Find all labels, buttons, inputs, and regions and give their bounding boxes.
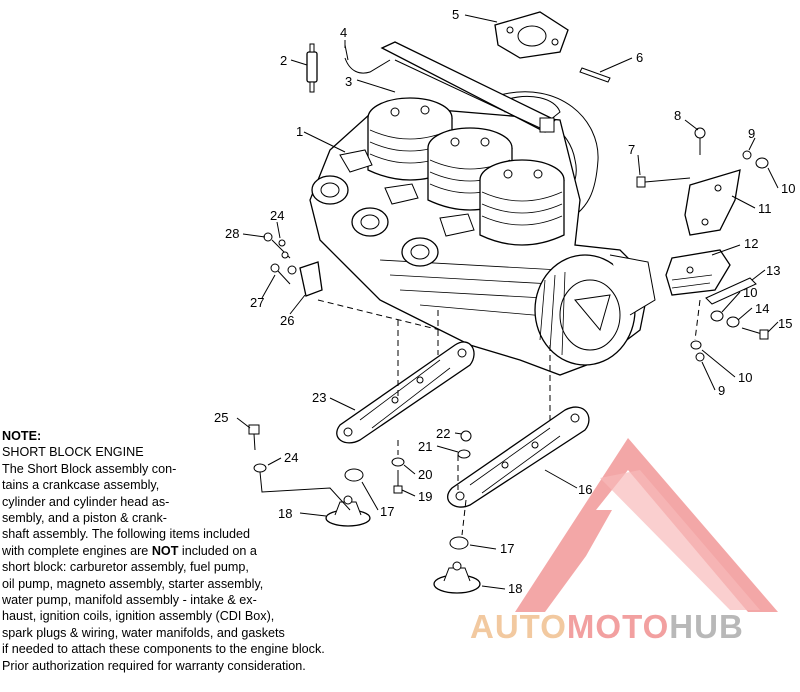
callout-25: 25 [214, 410, 228, 425]
callout-18-upper: 18 [278, 506, 292, 521]
leader-lines [236, 14, 779, 590]
note-line: spark plugs & wiring, water manifolds, a… [2, 625, 285, 640]
callout-11: 11 [758, 201, 772, 216]
callout-6: 6 [636, 50, 643, 65]
washer-10 [755, 157, 769, 169]
note-line-not-included: with complete engines are NOT included o… [2, 543, 257, 558]
engine-mount-18a [325, 495, 371, 527]
washer-14 [726, 316, 740, 328]
callout-24-lower: 24 [284, 450, 298, 465]
note-line: Prior authorization required for warrant… [2, 658, 306, 673]
bolt-8 [694, 127, 706, 155]
note-line: oil pump, magneto assembly, starter asse… [2, 576, 264, 591]
callout-5: 5 [452, 7, 459, 22]
washer-21 [457, 449, 471, 459]
water-manifold [380, 41, 557, 133]
watermark-hub: HUB [669, 608, 744, 645]
note-line: cylinder and cylinder head as- [2, 494, 170, 509]
callout-22: 22 [436, 426, 450, 441]
watermark-triangle [515, 438, 778, 612]
callout-13: 13 [766, 263, 780, 278]
note-line: water pump, manifold assembly - intake &… [2, 593, 257, 608]
callout-9-lower: 9 [718, 383, 725, 398]
callout-7: 7 [628, 142, 635, 157]
note-line: sembly, and a piston & crank- [2, 511, 167, 526]
callout-labels: 1 2 3 4 5 6 7 8 9 10 11 12 13 10 14 15 1… [214, 7, 795, 596]
note-title: NOTE: [2, 429, 42, 443]
engine-plate-16 [447, 406, 590, 508]
nut-22 [460, 430, 472, 442]
callout-10-middle: 10 [743, 285, 757, 300]
callout-20: 20 [418, 467, 432, 482]
bolt-25 [248, 424, 260, 451]
bolt-7 [636, 176, 691, 188]
watermark-auto: AUTO [470, 608, 567, 645]
bracket-26 [299, 261, 323, 297]
callout-2: 2 [280, 53, 287, 68]
callout-28: 28 [225, 226, 239, 241]
mount-hardware-left [263, 232, 297, 285]
callout-10-upper: 10 [781, 181, 795, 196]
callout-1: 1 [296, 124, 303, 139]
note-line: The Short Block assembly con- [2, 461, 177, 476]
bolt-19 [393, 470, 403, 494]
callout-4: 4 [340, 25, 347, 40]
washer-17b [449, 536, 469, 550]
callout-16: 16 [578, 482, 592, 497]
o-ring [579, 67, 611, 83]
callout-18-lower: 18 [508, 581, 522, 596]
watermark-logo-text: AUTOMOTOHUB [470, 608, 744, 646]
note-line: if needed to attach these components to … [2, 642, 325, 657]
callout-14: 14 [755, 301, 769, 316]
engine-block [309, 97, 656, 376]
callout-10-lower: 10 [738, 370, 752, 385]
exhaust-gasket [494, 11, 569, 59]
note-subtitle: SHORT BLOCK ENGINE [2, 445, 144, 460]
callout-27: 27 [250, 295, 264, 310]
callout-9-upper: 9 [748, 126, 755, 141]
watermark-moto: MOTO [566, 608, 670, 645]
spark-plug-wire [344, 57, 391, 74]
callout-15: 15 [778, 316, 792, 331]
note-line: haust, ignition coils, ignition assembly… [2, 609, 275, 624]
callout-26: 26 [280, 313, 294, 328]
washer-17a [344, 468, 364, 482]
washer-10c [690, 340, 702, 350]
washer-9 [742, 150, 752, 160]
note-bold-not: NOT [151, 543, 179, 558]
engine-mount-bracket [684, 169, 741, 236]
engine-mount-bracket-lower [665, 249, 731, 296]
nut-9b [695, 352, 705, 362]
callout-17-lower: 17 [500, 541, 514, 556]
spark-plug [306, 43, 318, 93]
engine-plate-23 [336, 341, 475, 444]
callout-23: 23 [312, 390, 326, 405]
washer-10b [710, 310, 724, 322]
callout-3: 3 [345, 74, 352, 89]
washer-20 [391, 457, 405, 467]
note-line: tains a crankcase assembly, [2, 478, 160, 493]
short-block-note: NOTE: SHORT BLOCK ENGINE The Short Block… [2, 428, 422, 674]
callout-24-upper: 24 [270, 208, 284, 223]
note-line: shaft assembly. The following items incl… [2, 527, 251, 542]
callout-8: 8 [674, 108, 681, 123]
callout-21: 21 [418, 439, 432, 454]
callout-19: 19 [418, 489, 432, 504]
engine-mount-18b [433, 561, 481, 594]
callout-12: 12 [744, 236, 758, 251]
note-line: short block: carburetor assembly, fuel p… [2, 560, 249, 575]
bolt-15 [741, 327, 769, 340]
callout-17-upper: 17 [380, 504, 394, 519]
assembly-guide-lines [317, 299, 701, 536]
spacer-13 [705, 277, 757, 305]
